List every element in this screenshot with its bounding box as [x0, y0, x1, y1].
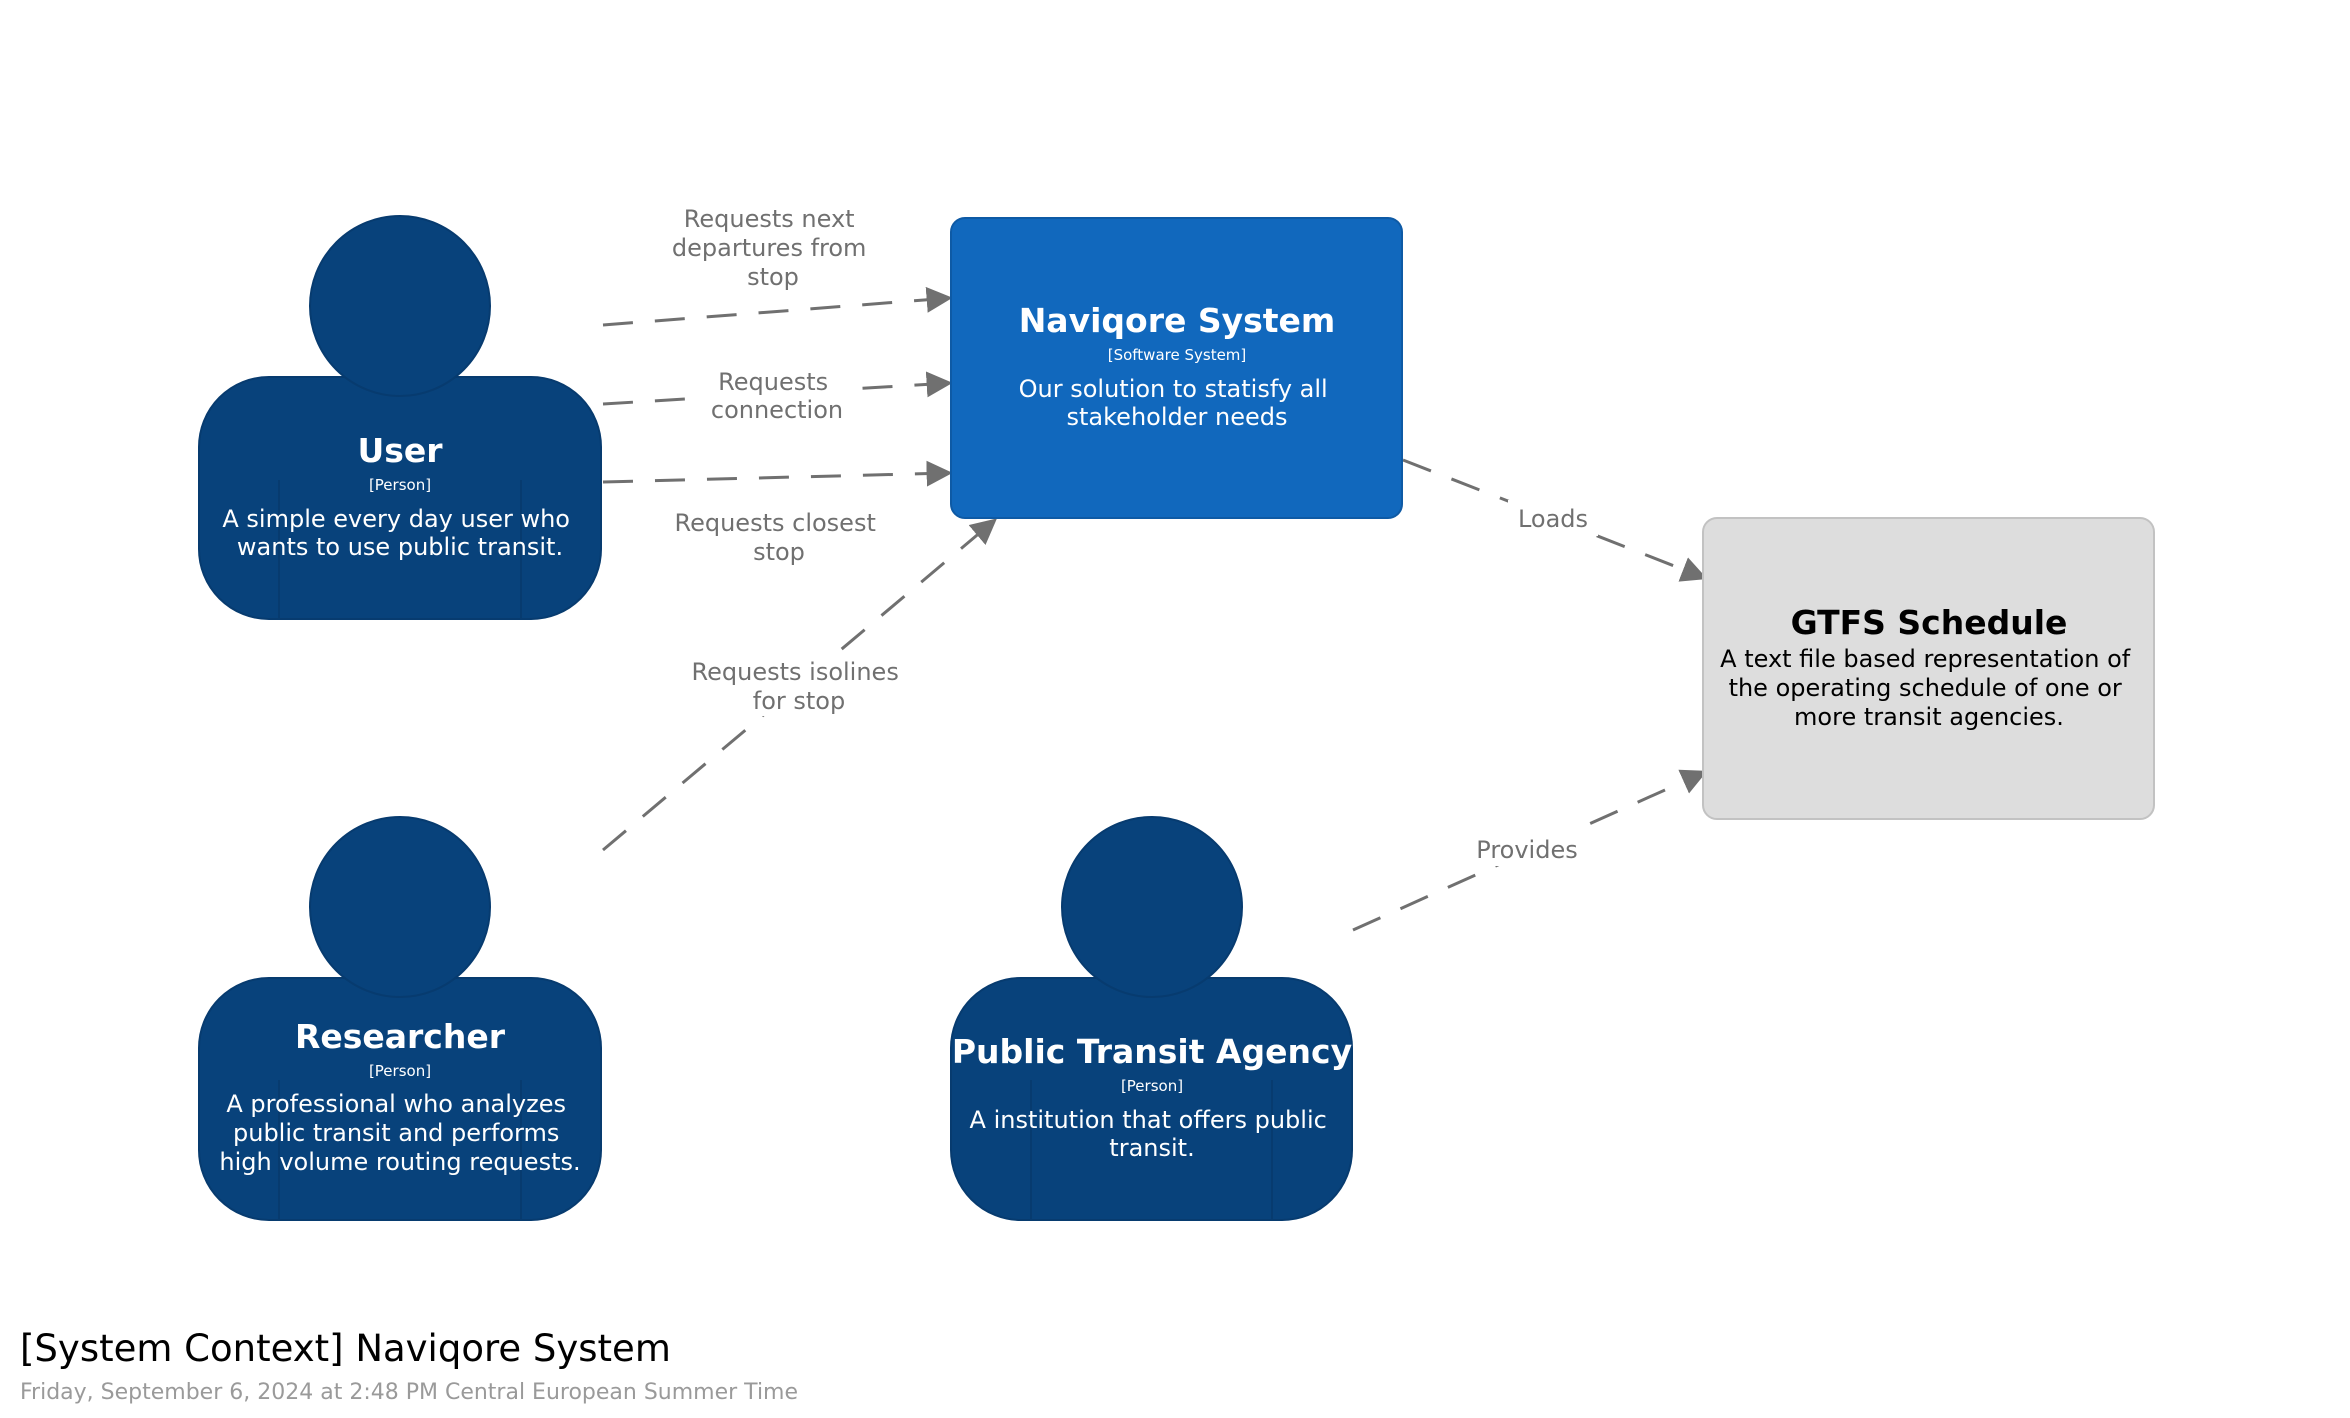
edge-line: [602, 460, 953, 487]
system-type: [Software System]: [1108, 346, 1247, 364]
edge-naviqore-loads: Loads: [1402, 458, 1708, 582]
person-type: [Person]: [369, 476, 431, 494]
external-title: GTFS Schedule: [1791, 603, 2068, 642]
edge-label-provides: Provides: [1476, 836, 1577, 864]
system-description: Our solution to statisfy all stakeholder…: [1019, 375, 1336, 431]
edge-researcher-isolines: Requests isolines for stop: [602, 518, 997, 852]
edge-user-departures: Requests next departures from stop: [602, 196, 953, 327]
person-researcher[interactable]: Researcher [Person] A professional who a…: [198, 816, 602, 1221]
person-type: [Person]: [369, 1062, 431, 1080]
software-system-naviqore[interactable]: Naviqore System [Software System] Our so…: [950, 217, 1403, 519]
edge-agency-provides: Provides: [1352, 769, 1708, 932]
person-title: User: [357, 431, 443, 470]
edge-user-connection: Requests connection: [602, 362, 953, 424]
edge-label-connection: Requests connection: [711, 368, 843, 424]
system-box: [950, 217, 1403, 519]
edge-label-loads: Loads: [1518, 505, 1588, 533]
person-public-transit-agency[interactable]: Public Transit Agency [Person] A institu…: [950, 816, 1353, 1221]
edge-line: [602, 286, 953, 327]
external-box: [1702, 517, 2155, 820]
external-description: A text file based representation of the …: [1720, 645, 2138, 731]
person-description: A professional who analyzes public trans…: [219, 1090, 580, 1176]
person-title: Researcher: [295, 1017, 506, 1056]
edge-label-closest: Requests closest stop: [675, 509, 884, 566]
diagram-timestamp: Friday, September 6, 2024 at 2:48 PM Cen…: [20, 1380, 799, 1405]
person-description: A simple every day user who wants to use…: [222, 505, 577, 561]
person-head: [309, 215, 491, 397]
person-title: Public Transit Agency: [952, 1032, 1352, 1071]
person-description: A institution that offers public transit…: [970, 1106, 1335, 1162]
edge-label-isolines: Requests isolines for stop: [692, 658, 907, 715]
edge-line: [1352, 769, 1708, 932]
diagram-title: [System Context] Naviqore System: [20, 1327, 671, 1370]
person-head: [309, 816, 491, 998]
person-body: [198, 376, 602, 620]
person-head: [1061, 816, 1243, 998]
external-system-gtfs-schedule[interactable]: GTFS Schedule A text file based represen…: [1702, 517, 2155, 820]
edge-user-closest: Requests closest stop: [602, 460, 953, 566]
person-user[interactable]: User [Person] A simple every day user wh…: [198, 215, 602, 620]
edge-label-departures: Requests next departures from stop: [672, 205, 874, 291]
person-type: [Person]: [1121, 1077, 1183, 1095]
person-body: [950, 977, 1353, 1221]
edge-line: [602, 518, 997, 852]
system-title: Naviqore System: [1019, 301, 1336, 340]
